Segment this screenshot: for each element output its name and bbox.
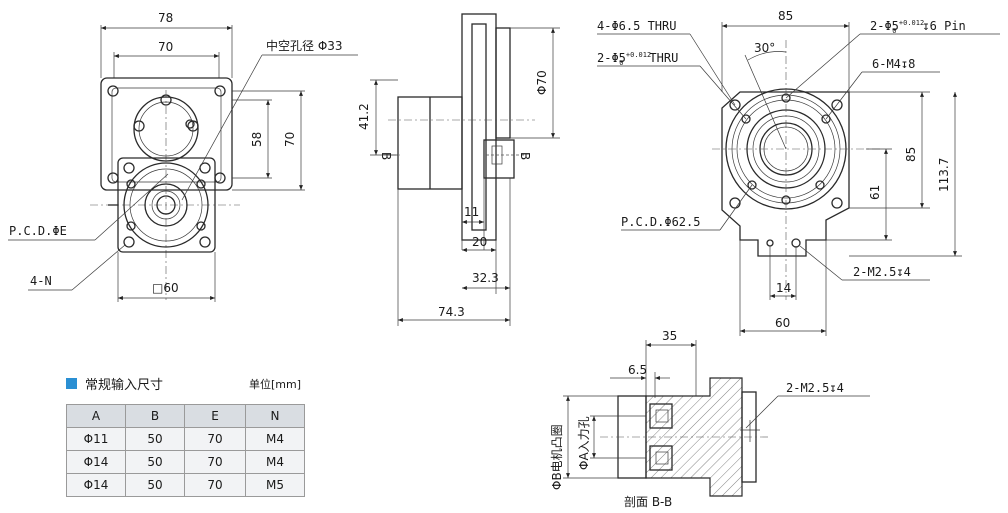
- dim-11: 11: [464, 205, 479, 219]
- dim-61: 61: [868, 185, 882, 200]
- cell-e: 70: [184, 427, 246, 451]
- dim-6-5: 6.5: [628, 363, 647, 377]
- dim-85-side: 85: [904, 147, 918, 162]
- phi-b-label: ΦB电机凸圈: [550, 424, 564, 490]
- cell-e: 70: [184, 473, 246, 497]
- dim-phi70: Φ70: [535, 70, 549, 95]
- cell-n: M4: [245, 427, 305, 451]
- phi-a-label: ΦA入力孔: [577, 416, 591, 470]
- tapped-m4-label: 6-M4↧8: [872, 57, 915, 71]
- header-e: E: [184, 404, 246, 428]
- thru-holes-label: 4-Φ6.5 THRU: [597, 19, 676, 33]
- side-view: B B 41.2 Φ70 11 20 32.3 74.3: [357, 13, 560, 326]
- cell-n: M5: [245, 473, 305, 497]
- header-b: B: [125, 404, 185, 428]
- hollow-bore-label: 中空孔径 Φ33: [266, 38, 343, 53]
- dim-113-7: 113.7: [937, 158, 951, 192]
- tapped-m2-5-label: 2-M2.5↧4: [853, 265, 911, 279]
- section-title: 剖面 B-B: [624, 495, 672, 509]
- svg-text:B: B: [518, 152, 532, 160]
- dim-78: 78: [158, 11, 173, 25]
- dim-58: 58: [250, 132, 264, 147]
- dim-14: 14: [776, 281, 791, 295]
- cell-a: Φ14: [66, 450, 126, 474]
- cell-a: Φ11: [66, 427, 126, 451]
- table-header-row: A B E N: [66, 404, 305, 428]
- angle-30: 30°: [754, 41, 775, 55]
- dim-70-vert: 70: [283, 132, 297, 147]
- section-view: 35 6.5 2-M2.5↧4 ΦB电机凸圈 ΦA入力孔 剖面 B-B: [550, 329, 870, 509]
- header-a: A: [66, 404, 126, 428]
- dim-35: 35: [662, 329, 677, 343]
- table-row: Φ11 50 70 M4: [66, 427, 305, 451]
- spec-table: A B E N Φ11 50 70 M4 Φ14 50 70 M4 Φ14 50…: [66, 404, 305, 497]
- dim-square-60: □60: [152, 281, 179, 295]
- cell-b: 50: [125, 473, 185, 497]
- cell-n: M4: [245, 450, 305, 474]
- dim-41-2: 41.2: [357, 103, 371, 130]
- pcd-e-label: P.C.D.ΦE: [9, 224, 67, 238]
- spec-table-title-text: 常规输入尺寸: [85, 378, 164, 393]
- cell-b: 50: [125, 427, 185, 451]
- section-m2-5-label: 2-M2.5↧4: [786, 381, 844, 395]
- dim-32-3: 32.3: [472, 271, 499, 285]
- cell-a: Φ14: [66, 473, 126, 497]
- title-marker-icon: [66, 378, 77, 389]
- cell-b: 50: [125, 450, 185, 474]
- front-view: 78 70: [8, 11, 358, 302]
- dim-70: 70: [158, 40, 173, 54]
- table-row: Φ14 50 70 M4: [66, 450, 305, 474]
- dim-74-3: 74.3: [438, 305, 465, 319]
- dim-20: 20: [472, 235, 487, 249]
- pcd-62-5-label: P.C.D.Φ62.5: [621, 215, 700, 229]
- dim-60: 60: [775, 316, 790, 330]
- holes-4n-label: 4-N: [30, 274, 52, 288]
- svg-text:B: B: [379, 152, 393, 160]
- unit-label: 单位[mm]: [249, 378, 302, 391]
- spec-table-title: 常规输入尺寸: [66, 374, 163, 393]
- header-n: N: [245, 404, 305, 428]
- cell-e: 70: [184, 450, 246, 474]
- table-row: Φ14 50 70 M5: [66, 473, 305, 497]
- dim-85-top: 85: [778, 9, 793, 23]
